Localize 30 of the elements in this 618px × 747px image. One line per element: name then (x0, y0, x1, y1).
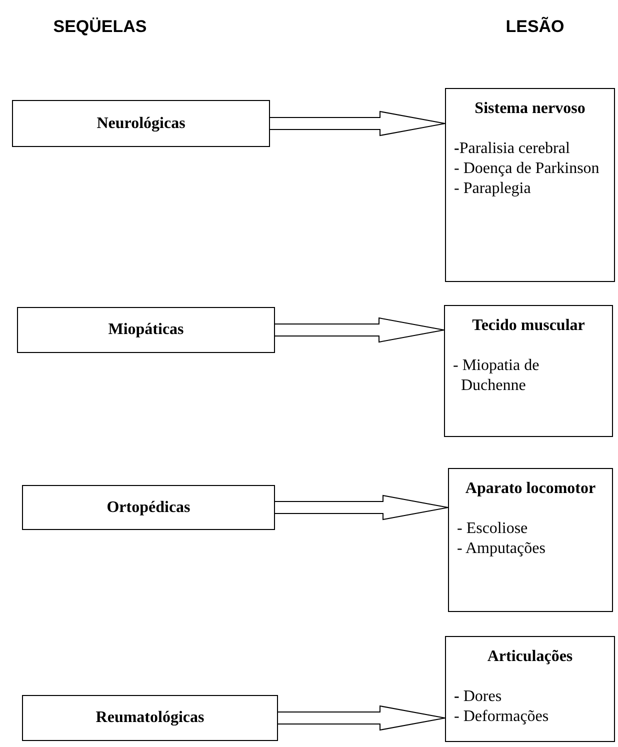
list-item: - Miopatia de Duchenne (453, 356, 540, 396)
category-box (17, 307, 275, 353)
category-label: Ortopédicas (106, 498, 190, 518)
box-heading: Sistema nervoso (474, 99, 586, 119)
block-arrow (274, 317, 444, 343)
category-label: Miopáticas (108, 320, 184, 340)
list-item: - Amputações (457, 539, 546, 559)
block-arrow (278, 705, 446, 731)
category-box (22, 695, 278, 741)
box-heading: Tecido muscular (471, 316, 586, 336)
category-box (12, 100, 270, 147)
box-heading: Articulações (486, 647, 574, 667)
column-heading: SEQÜELAS (52, 16, 148, 38)
block-arrow (270, 110, 446, 136)
block-arrow (274, 494, 448, 520)
column-heading: LESÃO (504, 16, 566, 38)
list-item: - Deformações (454, 707, 550, 727)
list-item: - Escoliose (457, 519, 529, 539)
lesion-box (445, 88, 615, 282)
list-item: - Paraplegia (454, 179, 532, 199)
list-item: - Dores (454, 687, 503, 707)
category-label: Neurológicas (96, 114, 186, 134)
list-item: - Doença de Parkinson (454, 159, 600, 179)
list-item: -Paralisia cerebral (454, 139, 571, 159)
category-label: Reumatológicas (96, 708, 204, 728)
category-box (22, 485, 275, 530)
lesion-box (445, 636, 615, 742)
lesion-box (448, 468, 613, 612)
box-heading: Aparato locomotor (464, 479, 597, 499)
lesion-box (444, 305, 613, 437)
